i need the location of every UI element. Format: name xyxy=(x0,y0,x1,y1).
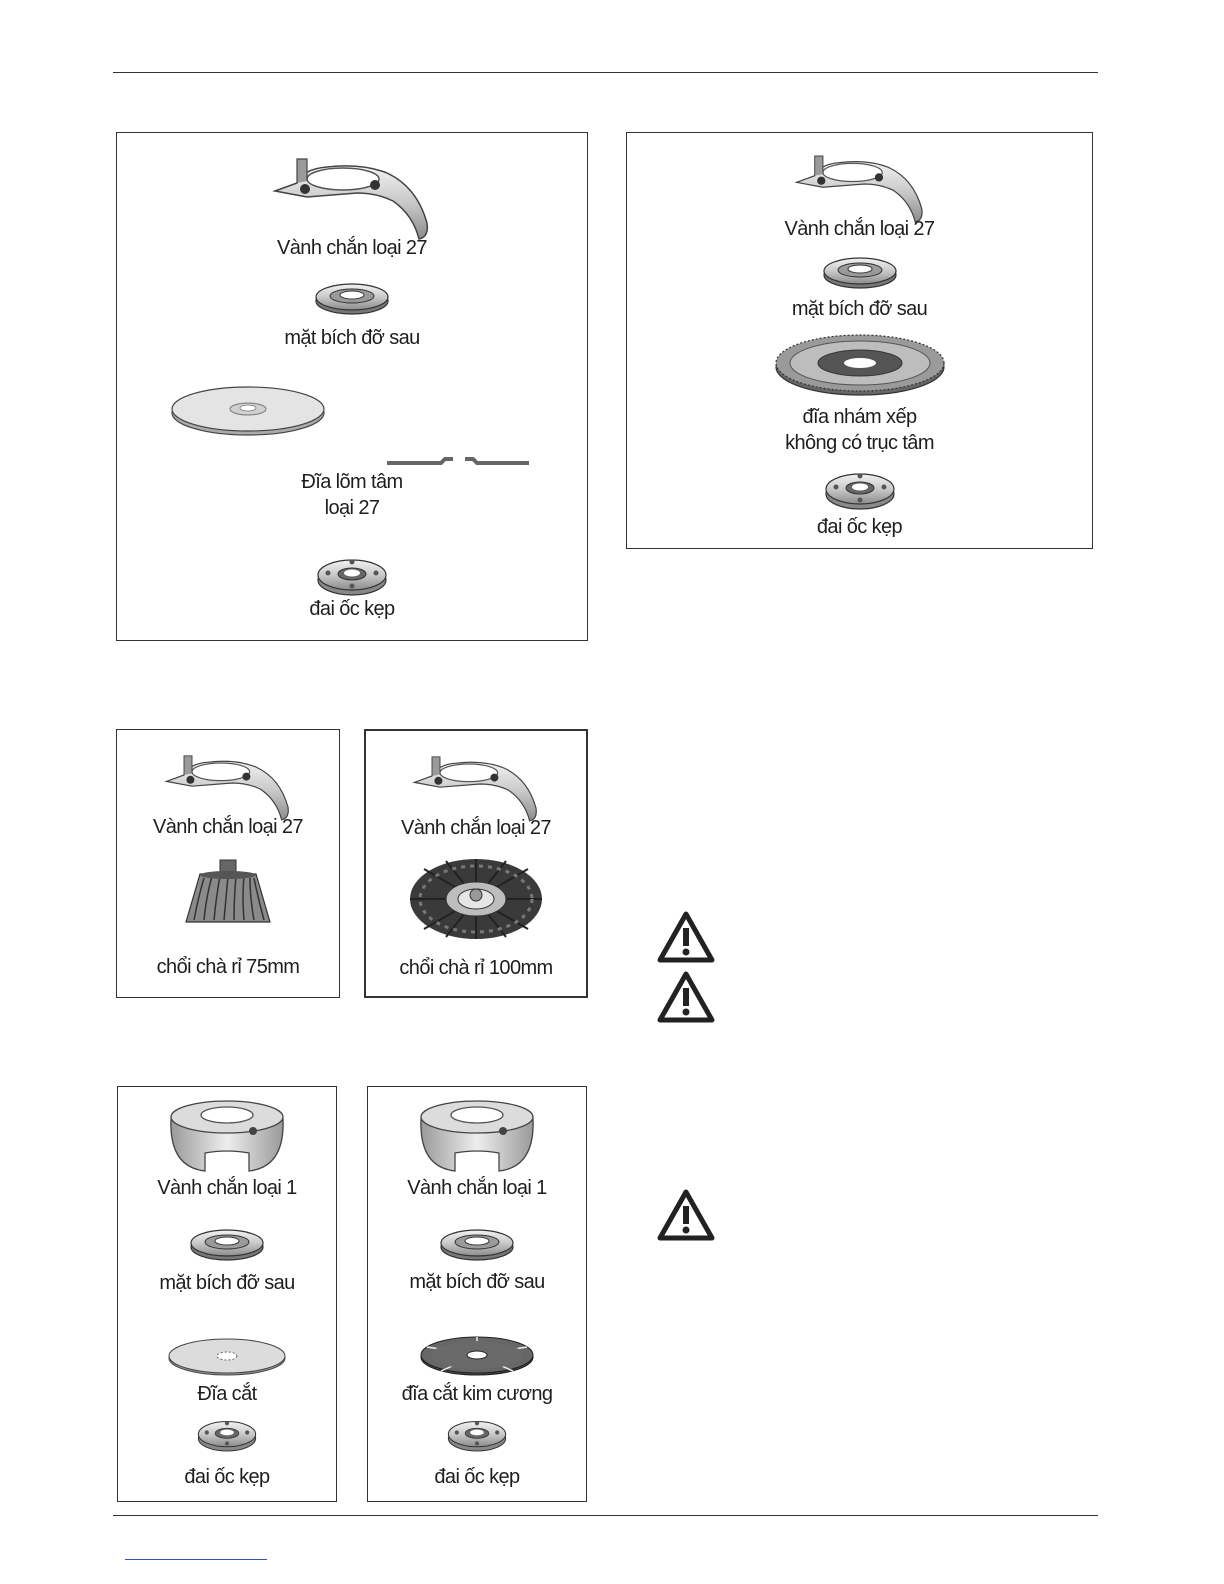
panel-wheel-brush: Vành chắn loại 27 chổi chà rỉ 100mm xyxy=(364,729,588,998)
guard-type1-image xyxy=(368,1097,586,1177)
brush-label: chổi chà rỉ 75mm xyxy=(156,956,300,978)
diamond-disc-image xyxy=(368,1335,586,1377)
guard-type27-image xyxy=(366,745,586,823)
disc-label: Đĩa cắt xyxy=(197,1383,257,1405)
warning-triangle-icon xyxy=(656,910,716,964)
backing-flange-image xyxy=(117,281,587,317)
guard-label: Vành chắn loại 27 xyxy=(277,237,428,259)
disc-label-line2: loại 27 xyxy=(324,497,380,519)
guard-label: Vành chắn loại 1 xyxy=(407,1177,547,1199)
flange-label: mặt bích đỡ sau xyxy=(284,327,420,349)
disc-label-line1: Đĩa lõm tâm xyxy=(301,471,403,493)
flap-label-line2: không có trục tâm xyxy=(785,432,934,454)
nut-label: đai ốc kẹp xyxy=(434,1466,520,1488)
guard-type27-image xyxy=(627,143,1092,225)
warning-triangle-icon xyxy=(656,970,716,1024)
backing-flange-image xyxy=(368,1227,586,1263)
flange-label: mặt bích đỡ sau xyxy=(159,1272,295,1294)
flap-disc-image xyxy=(627,331,1092,399)
header-rule xyxy=(113,72,1098,73)
flange-label: mặt bích đỡ sau xyxy=(409,1271,545,1293)
nut-label: đai ốc kẹp xyxy=(816,516,903,538)
clamp-nut-image xyxy=(627,467,1092,513)
guard-label: Vành chắn loại 27 xyxy=(401,817,552,839)
backing-flange-image xyxy=(627,255,1092,291)
cutting-disc-image xyxy=(118,1337,336,1377)
cup-brush-image xyxy=(117,858,339,928)
guard-type1-image xyxy=(118,1097,336,1177)
panel-type27-flap-disc: Vành chắn loại 27 mặt bích đỡ sau đĩa nh… xyxy=(626,132,1093,549)
disc-profile-image xyxy=(223,453,693,473)
panel-cup-brush: Vành chắn loại 27 chổi chà rỉ 75mm xyxy=(116,729,340,998)
clamp-nut-image xyxy=(368,1415,586,1455)
clamp-nut-image xyxy=(118,1415,336,1455)
panel-type27-depressed-center: Vành chắn loại 27 mặt bích đỡ sau Đĩa lõ… xyxy=(116,132,588,641)
warning-triangle-icon xyxy=(656,1188,716,1242)
flange-label: mặt bích đỡ sau xyxy=(791,298,928,320)
footer-link-underline xyxy=(125,1559,267,1560)
guard-type27-image xyxy=(117,744,339,822)
guard-label: Vành chắn loại 27 xyxy=(153,816,304,838)
guard-label: Vành chắn loại 27 xyxy=(784,218,936,240)
nut-label: đai ốc kẹp xyxy=(309,598,395,620)
flap-label-line1: đĩa nhám xếp xyxy=(802,406,918,428)
backing-flange-image xyxy=(118,1227,336,1263)
panel-cutting-disc: Vành chắn loại 1 mặt bích đỡ sau Đĩa cắt… xyxy=(117,1086,337,1502)
footer-rule xyxy=(113,1515,1098,1516)
guard-label: Vành chắn loại 1 xyxy=(157,1177,297,1199)
brush-label: chổi chà rỉ 100mm xyxy=(399,957,553,979)
depressed-center-disc-image xyxy=(13,383,483,439)
nut-label: đai ốc kẹp xyxy=(184,1466,270,1488)
guard-type27-image xyxy=(117,145,587,241)
panel-diamond-disc: Vành chắn loại 1 mặt bích đỡ sau đĩa cắt… xyxy=(367,1086,587,1502)
wheel-brush-image xyxy=(366,855,586,943)
clamp-nut-image xyxy=(117,553,587,599)
disc-label: đĩa cắt kim cương xyxy=(401,1383,553,1405)
